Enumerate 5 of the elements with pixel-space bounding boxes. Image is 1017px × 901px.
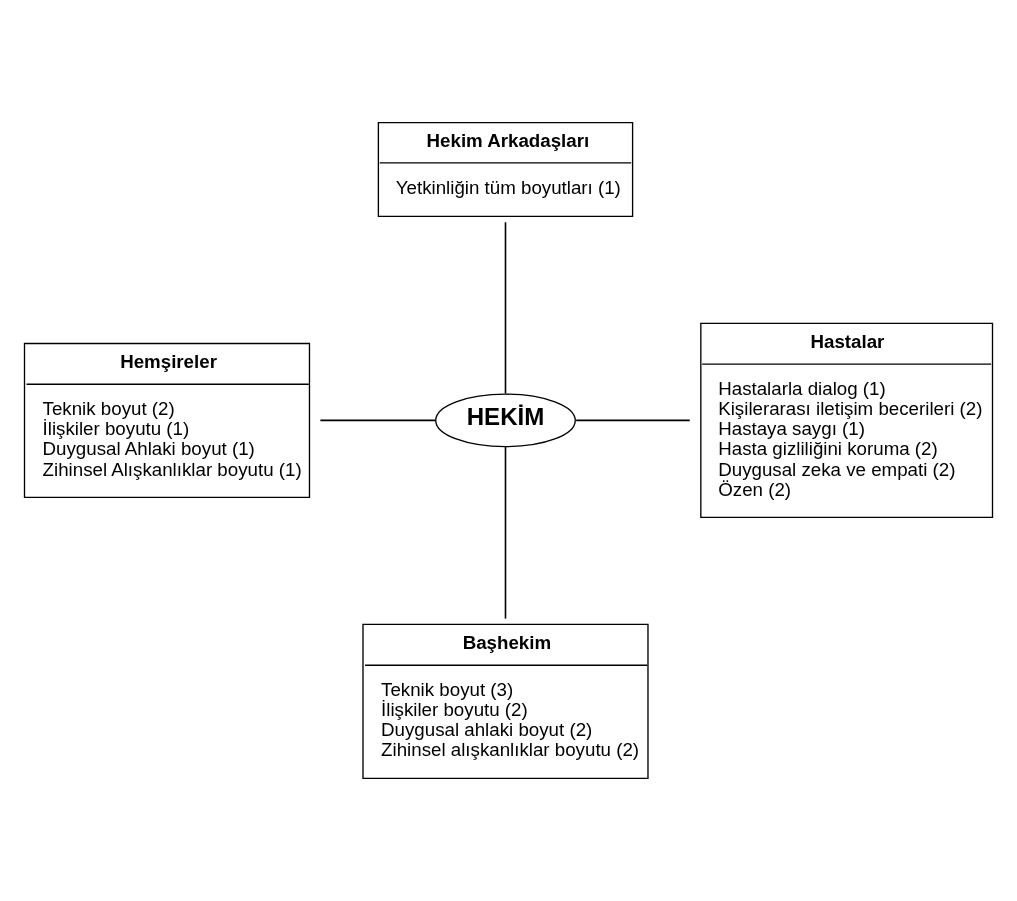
connector <box>504 446 507 620</box>
connector <box>504 221 507 395</box>
connector <box>319 419 437 422</box>
connector <box>575 419 691 422</box>
node-ellipse: HEKİM <box>435 393 576 448</box>
